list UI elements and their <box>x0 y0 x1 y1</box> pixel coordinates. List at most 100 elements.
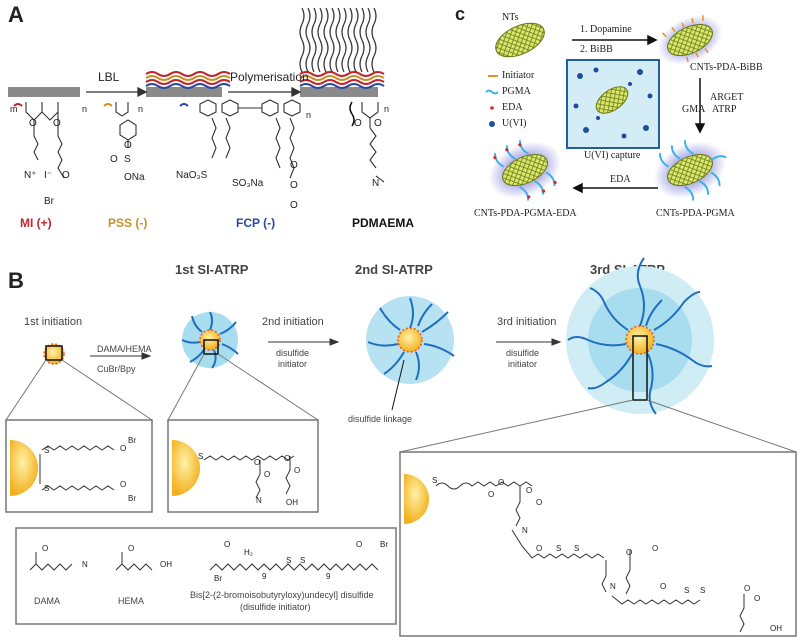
step-dopamine: 1. Dopamine <box>580 24 632 35</box>
mi-structure <box>13 102 65 179</box>
chem3-o7: O <box>652 544 659 553</box>
fcp-sub-n: n <box>306 110 312 120</box>
legend-ds-s1: S <box>286 556 292 565</box>
capture-nt <box>595 86 629 114</box>
mi-o2: O <box>53 118 61 129</box>
step-gma: GMA <box>682 104 706 115</box>
mi-br: Br <box>44 196 54 207</box>
gold-surface-1 <box>10 440 38 496</box>
chem2-s: S <box>198 452 204 461</box>
chem3-oh: OH <box>770 624 782 633</box>
arrow-c2 <box>694 78 706 134</box>
chem1-o2: O <box>120 480 127 489</box>
legend-ds-o2: O <box>356 540 363 549</box>
chem3-o2: O <box>498 478 505 487</box>
dama-molecule <box>29 552 73 571</box>
particle-3 <box>625 325 655 355</box>
pss-label: PSS (-) <box>108 216 148 230</box>
pss-sub-n: n <box>138 104 144 114</box>
product-pgma: CNTs-PDA-PGMA <box>656 208 735 219</box>
nt-raw <box>495 22 545 58</box>
legend-hema-label: HEMA <box>118 596 145 606</box>
chem2-n: N <box>256 496 262 505</box>
capture-u-dots <box>573 67 653 139</box>
mi-o3: O <box>62 170 70 181</box>
pdmaema-brushes <box>299 7 377 73</box>
brushes-2 <box>367 297 455 381</box>
legend-ds-br2: Br <box>380 540 388 549</box>
chem3-s3: S <box>574 544 580 553</box>
pss-ona: ONa <box>124 172 145 183</box>
legend-dama-n: N <box>82 560 88 569</box>
chem2-oh: OH <box>286 498 298 507</box>
linkage-pointer <box>391 359 405 411</box>
init-2-label: 2nd initiation <box>262 316 324 328</box>
legend-u-icon <box>489 121 495 127</box>
substrate-3 <box>300 87 378 97</box>
pdmaema-n: N <box>372 178 380 189</box>
product-eda: CNTs-PDA-PGMA-EDA <box>474 208 577 219</box>
legend-eda: EDA <box>502 102 523 113</box>
chem1-br1: Br <box>128 436 136 445</box>
pdmaema-label: PDMAEMA <box>352 216 414 230</box>
chem3-o5: O <box>536 544 543 553</box>
fcp-structure <box>179 99 301 179</box>
zoom-box-3 <box>632 335 648 401</box>
mi-o1: O <box>29 118 37 129</box>
legend-hema-o: O <box>128 544 135 553</box>
particle-0 <box>43 343 65 365</box>
polymerisation-label: Polymerisation <box>230 70 309 84</box>
legend-ds-s2: S <box>300 556 306 565</box>
pdmaema-sub-n: n <box>384 104 390 114</box>
chem3-s5: S <box>700 586 706 595</box>
legend-ds-9a: 9 <box>262 572 267 581</box>
detail-box-3 <box>399 451 797 637</box>
init-3-label: 3rd initiation <box>497 316 557 328</box>
pss-structure <box>103 102 137 148</box>
legend-initiator: Initiator <box>502 70 535 81</box>
stage-1-title: 1st SI-ATRP <box>175 262 249 277</box>
chain-1 <box>39 445 115 491</box>
pss-o2: O <box>124 140 132 151</box>
arrow-c3 <box>572 182 658 194</box>
legend-u: U(VI) <box>502 118 527 129</box>
fcp-label: FCP (-) <box>236 216 276 230</box>
panel-label-c: c <box>455 4 466 24</box>
zoom-box-1 <box>203 339 219 355</box>
stage-2-title: 2nd SI-ATRP <box>355 262 433 277</box>
panel-label-a: A <box>8 2 24 27</box>
mi-i: I⁻ <box>44 170 53 181</box>
mi-sub-n: n <box>82 104 88 114</box>
disulfide-linkage-label: disulfide linkage <box>348 414 413 424</box>
mi-n: N⁺ <box>24 170 37 181</box>
legend-ds-o1: O <box>224 540 231 549</box>
zoom-box-0 <box>45 345 63 361</box>
reagent-1a: DAMA/HEMA <box>97 344 152 354</box>
fcp-o1: O <box>290 160 298 171</box>
legend-disulfide-sub: (disulfide initiator) <box>240 602 311 612</box>
chem2-o4: O <box>294 466 301 475</box>
legend-pgma-icon <box>485 89 499 95</box>
chem3-o3: O <box>526 486 533 495</box>
chain-2 <box>203 455 295 499</box>
chem3-s1: S <box>432 476 438 485</box>
reagent-3a: disulfide <box>506 348 540 358</box>
legend-pgma: PGMA <box>502 86 531 97</box>
reagent-1b: CuBr/Bpy <box>97 364 136 374</box>
pdmaema-o2: O <box>374 118 382 129</box>
legend-ds-br1: Br <box>214 574 222 583</box>
legend-hema-oh: OH <box>160 560 172 569</box>
pss-s: S <box>124 154 131 165</box>
substrate-2 <box>146 87 222 97</box>
step-arget: ARGET <box>710 92 744 103</box>
gold-surface-3 <box>404 474 429 524</box>
reagent-3b: initiator <box>508 359 538 369</box>
legend-dama-o: O <box>42 544 49 553</box>
chem1-br2: Br <box>128 494 136 503</box>
chem3-o8: O <box>660 582 667 591</box>
chem3-o10: O <box>754 594 761 603</box>
substrate-1 <box>8 87 80 97</box>
chem2-o3: O <box>284 454 291 463</box>
